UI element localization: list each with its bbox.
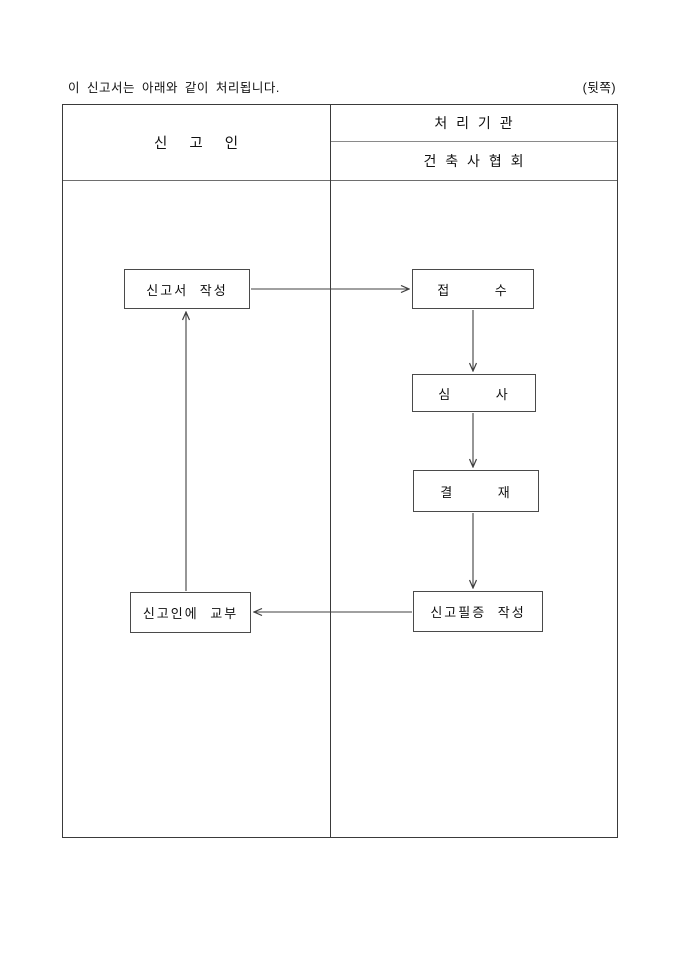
flow-box-approval: 결 재 — [413, 470, 539, 512]
agency-subheader-cell: 건 축 사 협 회 — [331, 142, 617, 181]
agency-header-label: 처 리 기 관 — [434, 115, 514, 131]
applicant-column: 신 고 인 — [63, 105, 331, 837]
agency-header-cell: 처 리 기 관 — [331, 105, 617, 142]
flow-box-write-certificate: 신고필증 작성 — [413, 591, 543, 632]
flow-box-deliver-to-applicant: 신고인에 교부 — [130, 592, 251, 633]
agency-subheader-label: 건 축 사 협 회 — [423, 153, 525, 169]
applicant-header-cell: 신 고 인 — [63, 105, 330, 181]
flow-box-receipt: 접 수 — [412, 269, 534, 309]
applicant-header-label: 신 고 인 — [153, 136, 240, 152]
process-table: 신 고 인 처 리 기 관 건 축 사 협 회 — [62, 104, 618, 838]
processing-note: 이 신고서는 아래와 같이 처리됩니다. — [68, 81, 280, 95]
agency-column: 처 리 기 관 건 축 사 협 회 — [331, 105, 617, 837]
back-side-label: (뒷쪽) — [582, 81, 616, 95]
flow-box-write-report: 신고서 작성 — [124, 269, 250, 309]
flow-box-review: 심 사 — [412, 374, 536, 412]
